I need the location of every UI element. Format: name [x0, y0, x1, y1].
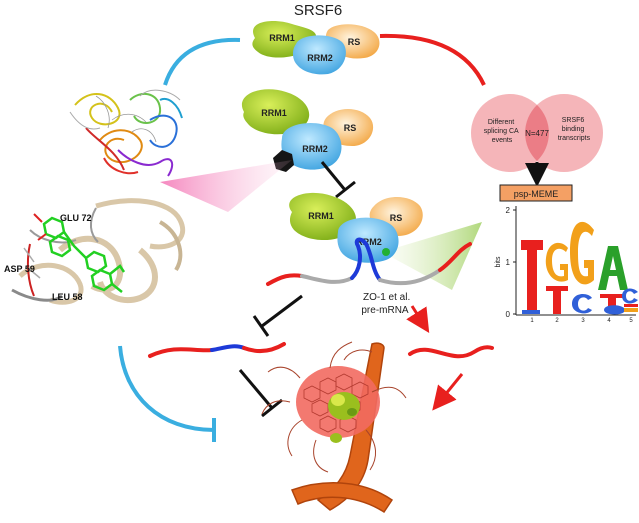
capillary-network	[261, 341, 407, 473]
logo-pos-1: 1	[530, 318, 534, 324]
residue-asp-label: ASP 59	[4, 264, 35, 274]
tumor-cluster	[296, 366, 380, 443]
logo-tick-0: 0	[506, 310, 511, 319]
logo-ylabel: bits	[495, 256, 502, 267]
red-arrow-right-lower	[432, 373, 464, 411]
meme-label: psp-MEME	[514, 189, 559, 199]
title: SRSF6	[294, 2, 342, 19]
rrm1-label-middle: RRM1	[261, 108, 287, 118]
venn-overlap	[525, 105, 549, 161]
red-arrow-right-upper	[406, 305, 430, 334]
vessel-branch	[290, 482, 394, 514]
protein-complex-bound: RRM1 RS RRM2	[289, 192, 423, 263]
rrm2-label-bound: RRM2	[356, 237, 382, 247]
blue-inhibit-curve	[118, 345, 215, 432]
residue-glu-label: GLU 72	[60, 213, 92, 223]
bound-rna-dot	[382, 248, 390, 256]
sequence-logo: 2 1 0 bits 1 2 3 4 5	[495, 206, 638, 324]
meme-box	[499, 184, 573, 202]
logo-pos-3: 3	[581, 318, 585, 324]
top-left-blue-arc	[163, 37, 241, 86]
green-wedge	[382, 222, 482, 290]
blood-vessel-tumor	[261, 341, 407, 514]
pre-mrna-strand	[266, 237, 472, 286]
inhibit-bar-lower	[261, 398, 283, 418]
rrm2-label-middle: RRM2	[302, 144, 328, 154]
logo-pos-5: 5	[629, 318, 633, 324]
rrm2-label-top: RRM2	[307, 53, 333, 63]
pre-mrna-label: ZO-1 et al. pre-mRNA	[361, 292, 413, 316]
protein-complex-top: RRM1 RS RRM2	[252, 20, 380, 75]
logo-pos-2: 2	[555, 318, 559, 324]
rrm2-domain-middle	[281, 123, 342, 170]
inhibit-bar-left	[252, 315, 270, 337]
inhibit-bar-middle	[335, 180, 356, 199]
pink-wedge	[160, 160, 292, 212]
rrm2-domain-top	[292, 35, 346, 75]
venn-right-circle	[525, 94, 603, 172]
protein-complex-middle: RRM1 RS RRM2	[241, 89, 374, 172]
venn-center-label: N=477	[525, 129, 549, 138]
docking-structure: GLU 72 ASP 59 LEU 58	[4, 198, 186, 305]
inhibit-arrow-left	[261, 294, 303, 328]
venn-diagram: Different splicing CA events N=477 SRSF6…	[471, 94, 603, 172]
residue-leu-label: LEU 58	[52, 292, 83, 302]
top-right-red-arc	[379, 33, 486, 86]
rrm1-domain-middle	[241, 89, 310, 135]
rs-label-top: RS	[348, 37, 361, 47]
logo-tick-2: 2	[506, 206, 511, 215]
venn-left-label: Different splicing CA events	[484, 119, 521, 144]
rrm1-label-top: RRM1	[269, 33, 295, 43]
rrm1-label-bound: RRM1	[308, 211, 334, 221]
protein-3d-structure	[69, 89, 183, 177]
inhibit-arrow-lower	[238, 369, 274, 409]
spliced-mrna-left	[148, 342, 286, 358]
rs-label-bound: RS	[390, 213, 403, 223]
logo-pos-4: 4	[607, 318, 611, 324]
venn-right-label: SRSF6 binding transcripts	[558, 117, 591, 142]
logo-tick-1: 1	[506, 258, 511, 267]
inhibit-arrow-middle	[320, 161, 347, 191]
venn-left-circle	[471, 94, 549, 172]
rs-label-middle: RS	[344, 123, 357, 133]
spliced-mrna-right	[408, 345, 494, 359]
